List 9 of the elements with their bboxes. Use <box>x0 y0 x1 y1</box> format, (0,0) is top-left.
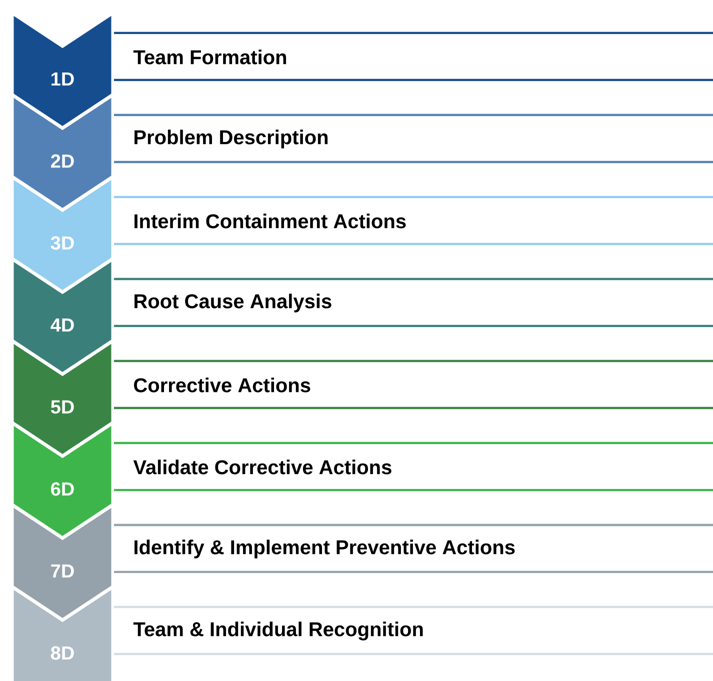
title-band: Team & Individual Recognition <box>114 606 713 656</box>
title-band: Interim Containment Actions <box>114 196 713 246</box>
step-number-box: 8D <box>10 583 115 681</box>
title-band: Validate Corrective Actions <box>114 442 713 492</box>
title-band: Team Formation <box>114 32 713 82</box>
title-band: Identify & Implement Preventive Actions <box>114 524 713 574</box>
title-band: Problem Description <box>114 114 713 164</box>
title-band: Corrective Actions <box>114 360 713 410</box>
title-band: Root Cause Analysis <box>114 278 713 328</box>
